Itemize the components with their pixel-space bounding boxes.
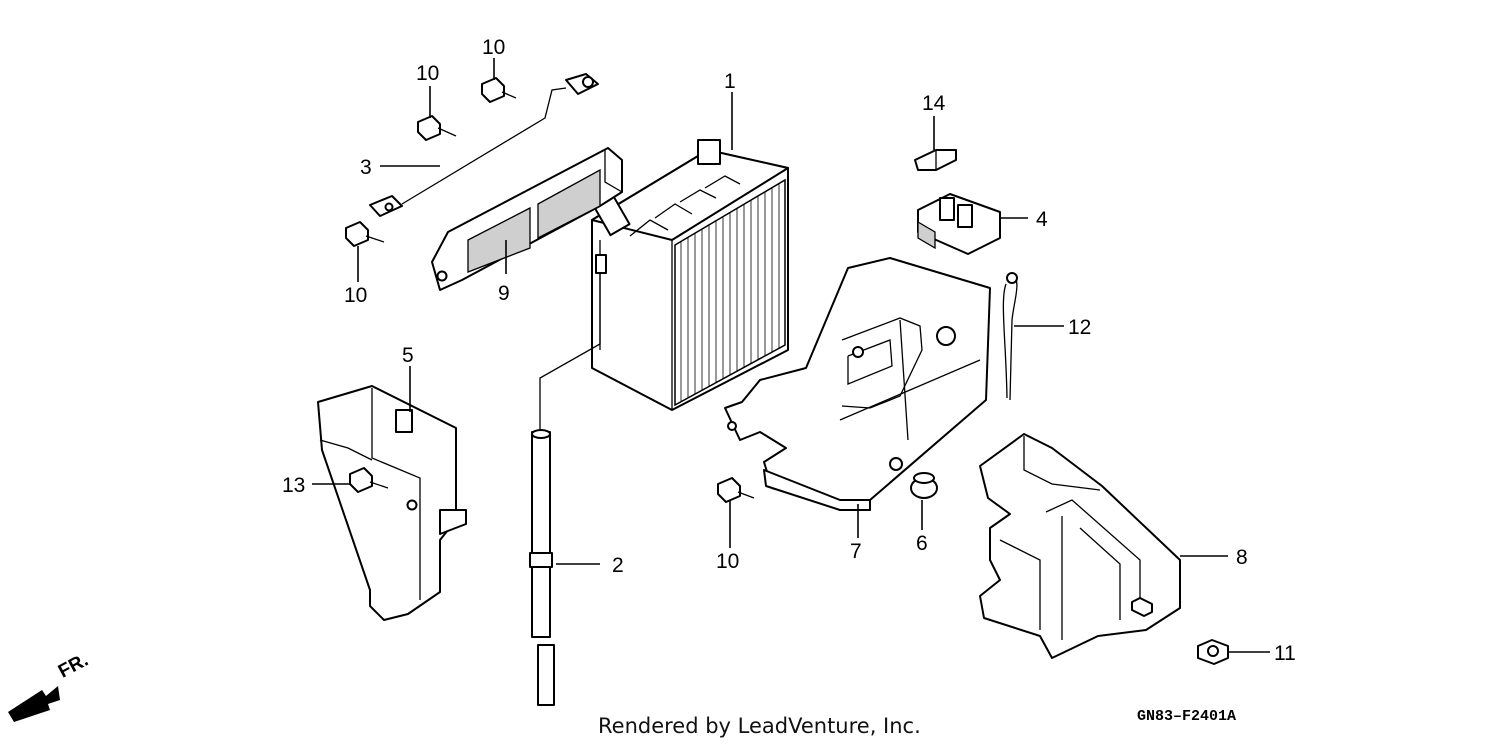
- cotter-pin: [1002, 272, 1018, 401]
- bolt-10-bottom: [717, 477, 755, 503]
- callout-1: 1: [724, 70, 736, 93]
- battery-holder: [431, 147, 623, 291]
- callout-labels: 1 2 3 4 5 6 7 8 9 10 10 10 10 11 12 13 1…: [282, 36, 1296, 665]
- battery: [591, 139, 789, 411]
- callout-2: 2: [612, 554, 624, 577]
- callout-4: 4: [1036, 208, 1048, 231]
- callout-10d: 10: [716, 550, 739, 573]
- side-bracket: [317, 385, 467, 621]
- fuse: [914, 149, 957, 171]
- callout-9: 9: [498, 282, 510, 305]
- flange-nut: [1197, 639, 1229, 665]
- fuse-holder: [917, 193, 1001, 255]
- credit-text: Rendered by LeadVenture, Inc.: [598, 714, 921, 738]
- callout-10a: 10: [416, 62, 439, 85]
- breather-tube: [529, 272, 601, 706]
- callout-14: 14: [922, 92, 946, 115]
- callout-3: 3: [360, 156, 372, 179]
- callout-7: 7: [850, 540, 862, 563]
- callout-8: 8: [1236, 546, 1248, 569]
- callout-10c: 10: [344, 284, 367, 307]
- diagram-code: GN83–F2401A: [1137, 708, 1237, 725]
- grommet: [910, 472, 938, 499]
- callout-10b: 10: [482, 36, 505, 59]
- bolt-10-top-left: [417, 115, 457, 141]
- bolt-10-left: [345, 221, 385, 247]
- front-arrow-icon: [8, 686, 60, 722]
- callout-5: 5: [402, 344, 414, 367]
- callout-12: 12: [1068, 316, 1091, 339]
- battery-cover: [979, 433, 1181, 659]
- callout-6: 6: [916, 532, 928, 555]
- battery-box: [724, 257, 991, 511]
- ground-cable: [369, 73, 599, 217]
- callout-11: 11: [1274, 642, 1296, 665]
- bolt-10-top: [481, 77, 517, 103]
- callout-13: 13: [282, 474, 305, 497]
- leader-lines: [312, 58, 1270, 653]
